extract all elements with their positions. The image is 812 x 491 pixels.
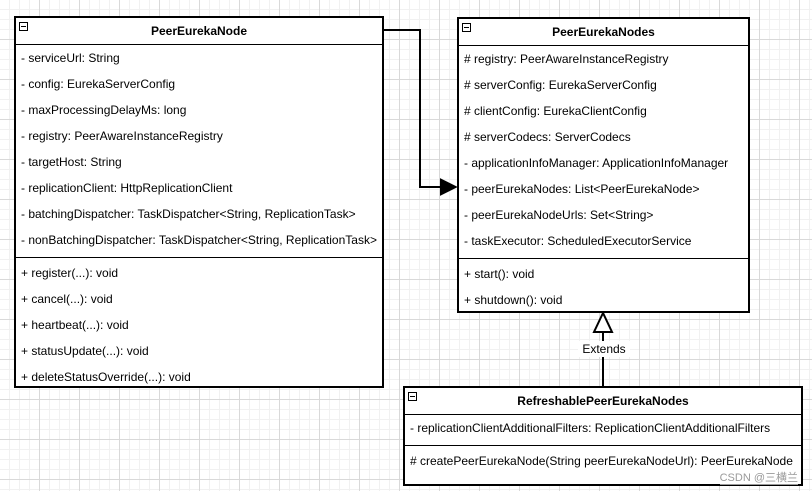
attribute-row: - taskExecutor: ScheduledExecutorService xyxy=(464,234,692,248)
collapse-icon[interactable] xyxy=(408,392,417,401)
method-row: + register(...): void xyxy=(21,266,119,280)
class-header: PeerEurekaNodes xyxy=(459,19,748,46)
method-row: + statusUpdate(...): void xyxy=(21,344,149,358)
attribute-row: # clientConfig: EurekaClientConfig xyxy=(464,104,647,118)
extends-label: Extends xyxy=(578,341,630,357)
attribute-row: # registry: PeerAwareInstanceRegistry xyxy=(464,52,669,66)
section-divider xyxy=(405,445,801,446)
attribute-row: - maxProcessingDelayMs: long xyxy=(21,103,187,117)
class-name: PeerEurekaNodes xyxy=(552,25,655,39)
method-row: + heartbeat(...): void xyxy=(21,318,129,332)
method-row: # createPeerEurekaNode(String peerEureka… xyxy=(410,454,793,468)
attribute-row: - serviceUrl: String xyxy=(21,51,120,65)
attribute-row: # serverCodecs: ServerCodecs xyxy=(464,130,631,144)
methods-section: + register(...): void + cancel(...): voi… xyxy=(16,260,382,390)
class-name: RefreshablePeerEurekaNodes xyxy=(517,394,689,408)
class-header: RefreshablePeerEurekaNodes xyxy=(405,388,801,415)
method-row: + deleteStatusOverride(...): void xyxy=(21,370,191,384)
methods-section: + start(): void + shutdown(): void xyxy=(459,261,748,313)
attribute-row: - replicationClientAdditionalFilters: Re… xyxy=(410,421,771,435)
attributes-section: # registry: PeerAwareInstanceRegistry # … xyxy=(459,46,748,254)
class-peer-eureka-node[interactable]: PeerEurekaNode - serviceUrl: String - co… xyxy=(14,16,384,388)
collapse-icon[interactable] xyxy=(462,23,471,32)
class-refreshable-peer-eureka-nodes[interactable]: RefreshablePeerEurekaNodes - replication… xyxy=(403,386,803,486)
association-edge xyxy=(384,29,458,196)
collapse-icon[interactable] xyxy=(19,22,28,31)
class-header: PeerEurekaNode xyxy=(16,18,382,45)
attribute-row: - batchingDispatcher: TaskDispatcher<Str… xyxy=(21,207,356,221)
attribute-row: - registry: PeerAwareInstanceRegistry xyxy=(21,129,223,143)
attribute-row: - replicationClient: HttpReplicationClie… xyxy=(21,181,233,195)
attributes-section: - replicationClientAdditionalFilters: Re… xyxy=(405,415,801,441)
attribute-row: - peerEurekaNodeUrls: Set<String> xyxy=(464,208,654,222)
method-row: + start(): void xyxy=(464,267,535,281)
section-divider xyxy=(16,257,382,258)
attribute-row: - peerEurekaNodes: List<PeerEurekaNode> xyxy=(464,182,700,196)
attribute-row: - targetHost: String xyxy=(21,155,122,169)
attribute-row: # serverConfig: EurekaServerConfig xyxy=(464,78,657,92)
generalization-arrowhead xyxy=(592,310,614,333)
class-peer-eureka-nodes[interactable]: PeerEurekaNodes # registry: PeerAwareIns… xyxy=(457,17,750,313)
attribute-row: - applicationInfoManager: ApplicationInf… xyxy=(464,156,729,170)
attribute-row: - config: EurekaServerConfig xyxy=(21,77,176,91)
method-row: + shutdown(): void xyxy=(464,293,563,307)
class-name: PeerEurekaNode xyxy=(150,24,248,38)
attribute-row: - nonBatchingDispatcher: TaskDispatcher<… xyxy=(21,233,377,247)
section-divider xyxy=(459,258,748,259)
methods-section: # createPeerEurekaNode(String peerEureka… xyxy=(405,448,801,474)
attributes-section: - serviceUrl: String - config: EurekaSer… xyxy=(16,45,382,253)
method-row: + cancel(...): void xyxy=(21,292,113,306)
watermark: CSDN @三横兰 xyxy=(719,469,798,485)
